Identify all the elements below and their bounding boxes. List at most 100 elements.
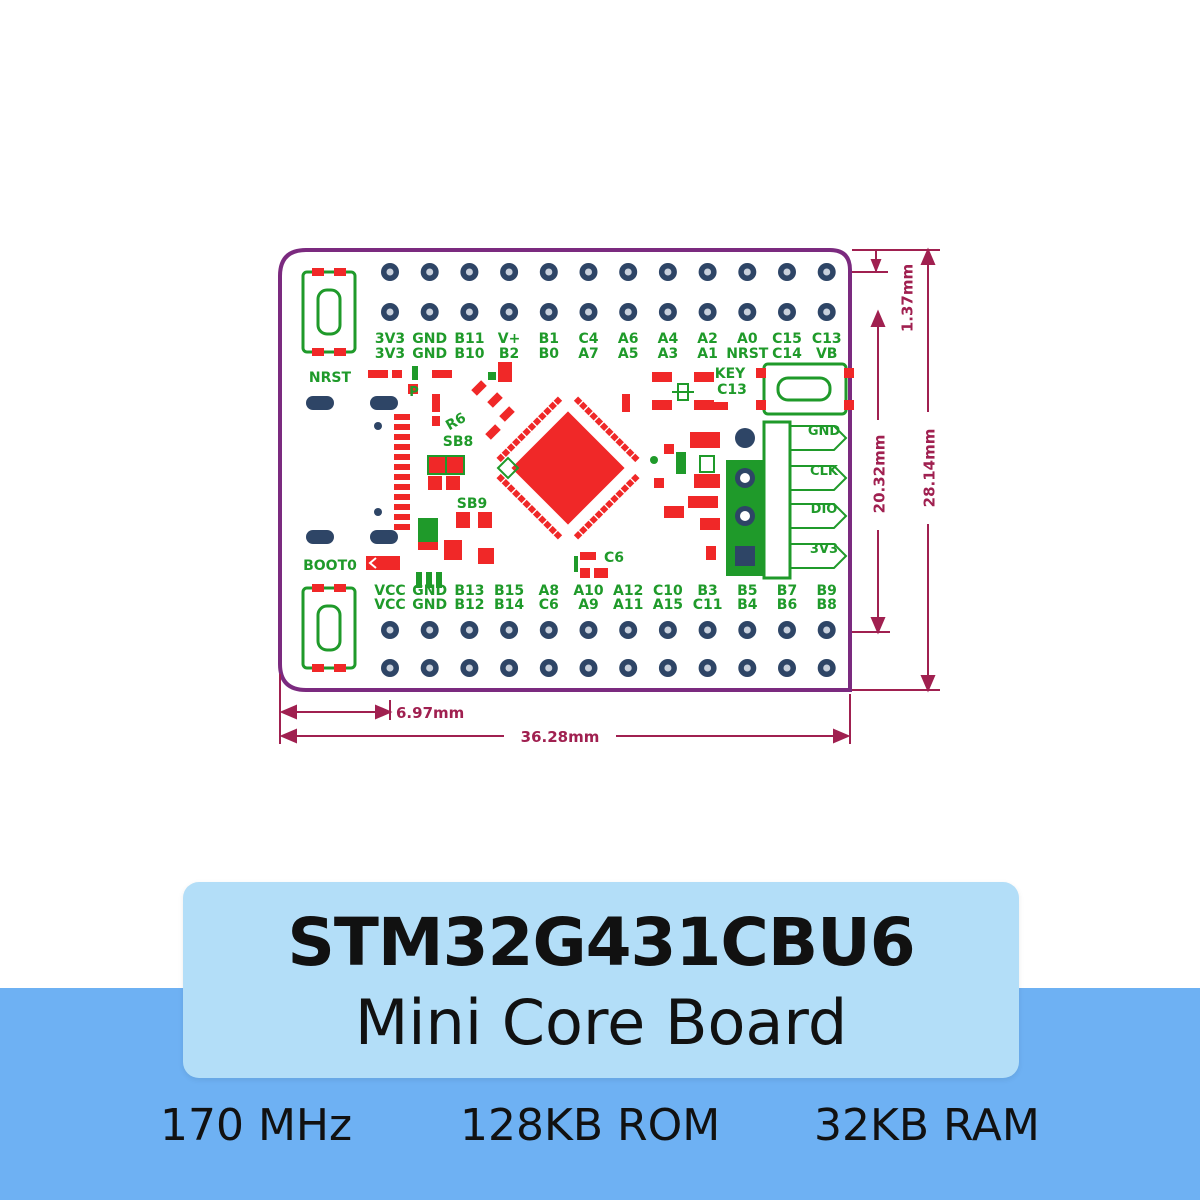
pin-label: GND [412, 331, 447, 347]
pin-label: A7 [578, 346, 599, 362]
mcu-pin [625, 479, 635, 488]
pin-label: A11 [613, 597, 643, 613]
pin-label: C15 [772, 331, 802, 347]
pin-hole-center [704, 664, 712, 672]
pin-hole-center [743, 664, 751, 672]
pin-label: A12 [613, 583, 643, 599]
pin-hole-center [545, 664, 553, 672]
mcu-pin [573, 396, 583, 405]
pin-hole-center [783, 308, 791, 316]
pin-holes [381, 263, 836, 677]
pin-hole-center [386, 626, 394, 634]
dim-height: 28.14mm [921, 429, 939, 508]
pin-hole-center [426, 664, 434, 672]
dim-top-offset: 1.37mm [899, 264, 917, 332]
pin-label: C13 [812, 331, 842, 347]
mcu-pin [506, 484, 516, 493]
mcu-pin [584, 406, 593, 416]
c6-label: C6 [604, 550, 624, 566]
pin-hole-center [664, 268, 672, 276]
pin-hole-center [465, 626, 473, 634]
mcu-pin [594, 510, 604, 519]
pin-label: A6 [618, 331, 639, 347]
mcu-pin [512, 438, 521, 447]
pin-hole-center [823, 626, 831, 634]
mcu-pin [589, 515, 598, 524]
pin-label: VCC [374, 597, 405, 613]
mcu-pin [615, 489, 624, 498]
pin-label: NRST [726, 346, 769, 362]
mcu-pin [579, 401, 588, 411]
pin-label: C14 [772, 346, 802, 362]
pin-label: B13 [454, 583, 484, 599]
nrst-button [301, 268, 357, 356]
boot0-label: BOOT0 [303, 558, 357, 574]
pin-label: B15 [494, 583, 524, 599]
mcu-pin [517, 432, 526, 442]
boot0-button [301, 584, 357, 672]
mcu-pin [615, 438, 624, 447]
mcu-pin [527, 422, 537, 431]
pin-label: C4 [578, 331, 598, 347]
mcu-pin [620, 484, 630, 493]
swd-arrow [790, 543, 848, 569]
pin-hole-center [465, 308, 473, 316]
swd-arrow [790, 503, 848, 529]
pin-hole-center [823, 664, 831, 672]
pin-label: 3V3 [375, 346, 405, 362]
pin-label: C6 [539, 597, 559, 613]
pin-label: A9 [578, 597, 599, 613]
mcu-pin [579, 525, 588, 535]
pin-hole-center [585, 626, 592, 634]
pin-label: V+ [498, 331, 521, 347]
sb8-label: SB8 [443, 434, 474, 450]
pin-hole-center [426, 626, 434, 634]
pin-label: B7 [777, 583, 797, 599]
product-subtitle: Mini Core Board [354, 986, 848, 1059]
nrst-label: NRST [309, 370, 352, 386]
pin-hole-center [545, 626, 553, 634]
pin-label: B5 [737, 583, 757, 599]
swd-header [726, 420, 848, 580]
spec-rom: 128KB ROM [460, 1100, 721, 1151]
c13-label: C13 [717, 382, 747, 398]
pin-label: A3 [658, 346, 679, 362]
pin-label: B8 [816, 597, 836, 613]
pin-label: A10 [573, 583, 604, 599]
dim-pin-span: 20.32mm [871, 435, 889, 514]
mcu-pin [506, 443, 516, 452]
pin-label: GND [412, 346, 447, 362]
pin-label: A15 [653, 597, 683, 613]
pin-label: B10 [454, 346, 484, 362]
swd-label: GND [808, 424, 841, 439]
pin-label: B6 [777, 597, 797, 613]
pin-hole-center [704, 308, 712, 316]
mcu-pin [631, 453, 640, 463]
pin-label: A8 [539, 583, 560, 599]
pin-label: C10 [653, 583, 683, 599]
pin-label: A5 [618, 346, 639, 362]
mcu-pin [610, 432, 619, 442]
pin-label: B0 [539, 346, 560, 362]
dim-left-offset: 6.97mm [396, 704, 464, 722]
pin-hole-center [426, 268, 434, 276]
pin-label: A4 [658, 331, 679, 347]
pin-hole-center [505, 308, 513, 316]
pin-hole-center [585, 664, 592, 672]
pin-label: B4 [737, 597, 758, 613]
pin-hole-center [743, 626, 751, 634]
pin-label: VB [816, 346, 838, 362]
pin-hole-center [783, 626, 791, 634]
mcu-pin [496, 453, 505, 463]
pin-hole-center [505, 268, 513, 276]
mcu-pin [589, 412, 598, 421]
pin-hole-center [585, 308, 592, 316]
mcu-pin [594, 417, 604, 426]
pin-hole-center [743, 268, 751, 276]
pin-label: VCC [374, 583, 405, 599]
pin-label: B11 [454, 331, 484, 347]
